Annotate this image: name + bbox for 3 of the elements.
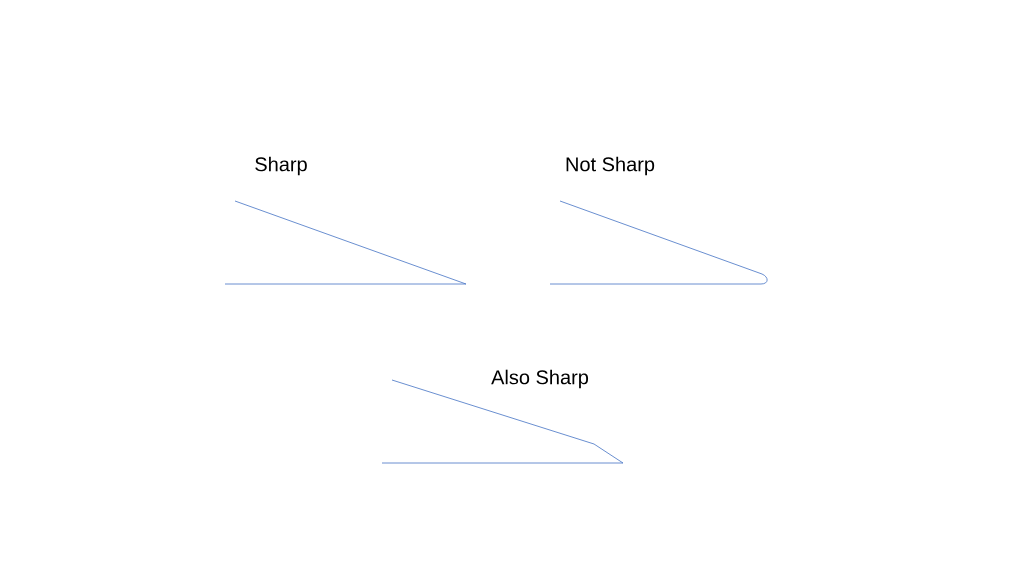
label: Also Sharp [491, 369, 589, 389]
label: Sharp [255, 156, 307, 176]
label: Not Sharp [566, 156, 655, 176]
